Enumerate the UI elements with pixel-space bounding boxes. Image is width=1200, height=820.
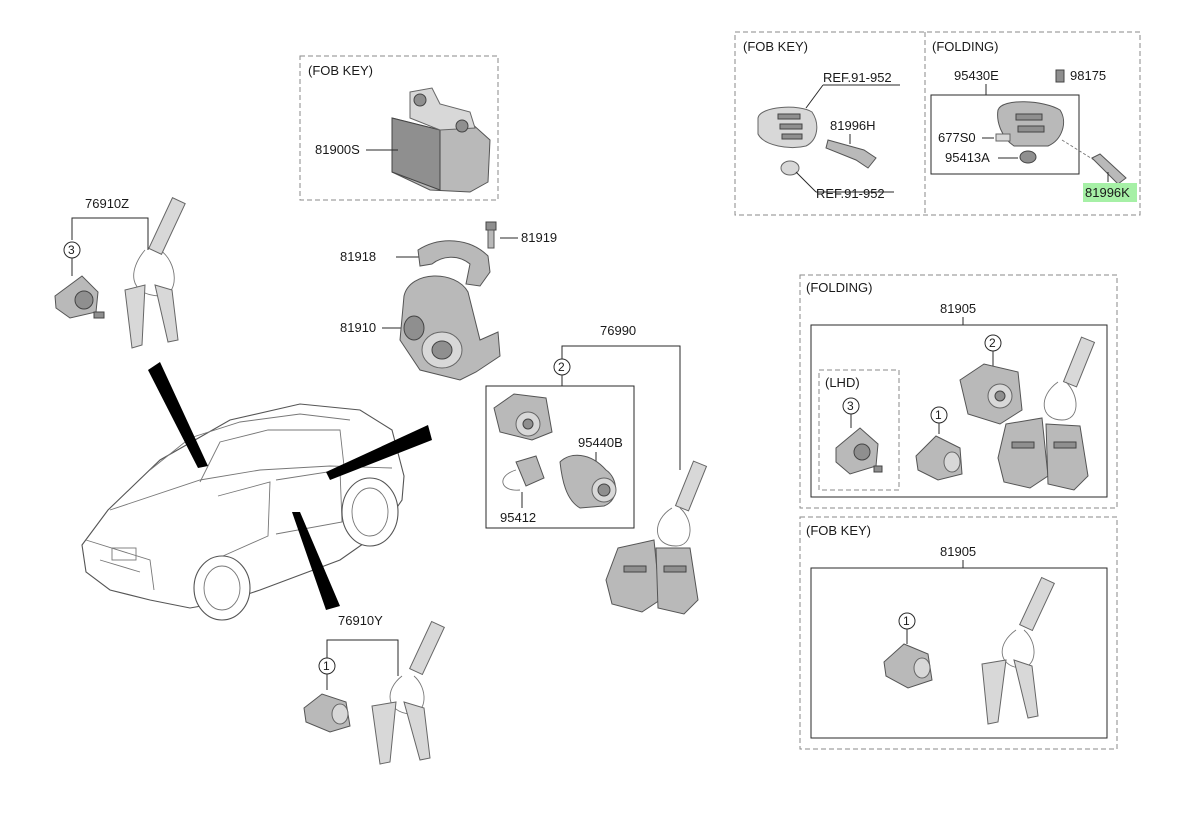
pointer-to-roof xyxy=(148,362,208,468)
part-number-81919[interactable]: 81919 xyxy=(521,230,557,245)
door-lock-fob-icon xyxy=(883,643,933,689)
pointer-to-driver-door xyxy=(326,425,432,480)
svg-text:1: 1 xyxy=(903,614,910,628)
part-number-95412[interactable]: 95412 xyxy=(500,510,536,525)
smart-key-module-icon xyxy=(391,87,491,193)
group-76910Z: 76910Z 3 xyxy=(54,196,186,349)
part-number-81918[interactable]: 81918 xyxy=(340,249,376,264)
callout-3-badge-lhd[interactable]: 3 xyxy=(842,397,860,415)
section-fob-key-81905: (FOB KEY) 81905 1 xyxy=(799,516,1118,750)
part-number-76910Z[interactable]: 76910Z xyxy=(85,196,129,211)
pointer-to-passenger-door xyxy=(292,512,340,610)
screw-icon xyxy=(485,221,497,249)
door-lock-small-icon xyxy=(915,435,963,481)
part-number-76990[interactable]: 76990 xyxy=(600,323,636,338)
svg-text:1: 1 xyxy=(323,659,330,673)
ignition-cylinder-icon xyxy=(959,363,1023,425)
part-number-81910[interactable]: 81910 xyxy=(340,320,376,335)
door-lock-cylinder-icon xyxy=(54,275,105,319)
part-number-98175[interactable]: 98175 xyxy=(1070,68,1106,83)
part-number-81996K[interactable]: 81996K xyxy=(1085,185,1130,200)
callout-1-badge-fob[interactable]: 1 xyxy=(898,612,916,630)
small-screw-icon xyxy=(1055,69,1065,83)
part-number-81900S[interactable]: 81900S xyxy=(315,142,360,157)
key-set-fob-icon xyxy=(981,576,1055,725)
callout-2-badge[interactable]: 2 xyxy=(553,358,571,376)
bracket-clamp-icon xyxy=(417,240,491,287)
section-label-folding-right: (FOLDING) xyxy=(932,39,998,54)
section-label-folding-mid: (FOLDING) xyxy=(806,280,872,295)
callout-2-badge-folding[interactable]: 2 xyxy=(984,334,1002,352)
folding-key-pair-icon xyxy=(605,460,708,615)
lock-cylinder-icon xyxy=(493,393,553,441)
lhd-lock-cylinder-icon xyxy=(835,427,883,475)
callout-1-badge[interactable]: 1 xyxy=(318,657,336,675)
svg-text:2: 2 xyxy=(558,360,565,374)
folding-key-pair-mid-icon xyxy=(997,336,1096,491)
smart-key-fob-icon xyxy=(757,106,818,148)
key-set-icon xyxy=(124,197,186,349)
svg-text:2: 2 xyxy=(989,336,996,350)
section-top-right: (FOB KEY) (FOLDING) REF.91-952 81996H RE… xyxy=(734,31,1141,216)
folding-key-fob-icon xyxy=(997,101,1064,147)
key-set-bottom-icon xyxy=(371,620,445,765)
section-label-fob-key-right: (FOB KEY) xyxy=(743,39,808,54)
section-folding-81905: (FOLDING) 81905 (LHD) 3 2 1 xyxy=(799,274,1118,509)
group-76990: 76990 2 95440B 95412 xyxy=(485,323,708,615)
highlight-81996K xyxy=(1083,183,1137,202)
coin-battery-icon xyxy=(1019,150,1037,164)
callout-1-badge-folding[interactable]: 1 xyxy=(930,406,948,424)
group-ignition-lock: 81919 81918 81910 xyxy=(340,221,557,381)
reference-91-952-top[interactable]: REF.91-952 xyxy=(823,70,892,85)
lock-housing-icon xyxy=(559,454,617,509)
section-label-fob-key-bottom: (FOB KEY) xyxy=(806,523,871,538)
battery-icon xyxy=(780,160,800,176)
part-number-81996H[interactable]: 81996H xyxy=(830,118,876,133)
battery-cover-icon xyxy=(995,133,1011,142)
reference-91-952-bottom[interactable]: REF.91-952 xyxy=(816,186,885,201)
svg-text:3: 3 xyxy=(68,243,75,257)
key-blade-folding-icon xyxy=(1091,153,1127,185)
lever-icon xyxy=(502,455,545,491)
part-number-677S0[interactable]: 677S0 xyxy=(938,130,976,145)
ignition-lock-assembly-icon xyxy=(399,275,501,381)
part-number-81905-fob[interactable]: 81905 xyxy=(940,544,976,559)
lock-cylinder-small-icon xyxy=(303,693,351,733)
part-number-76910Y[interactable]: 76910Y xyxy=(338,613,383,628)
part-number-95430E[interactable]: 95430E xyxy=(954,68,999,83)
car-outline-icon xyxy=(81,403,405,621)
part-number-95440B[interactable]: 95440B xyxy=(578,435,623,450)
part-number-95413A[interactable]: 95413A xyxy=(945,150,990,165)
svg-text:1: 1 xyxy=(935,408,942,422)
part-number-81905-folding[interactable]: 81905 xyxy=(940,301,976,316)
section-label-fob-key: (FOB KEY) xyxy=(308,63,373,78)
section-fob-key-81900S: (FOB KEY) 81900S xyxy=(299,55,499,201)
svg-text:3: 3 xyxy=(847,399,854,413)
section-label-lhd: (LHD) xyxy=(825,375,860,390)
callout-3-badge[interactable]: 3 xyxy=(63,241,81,259)
emergency-key-blade-icon xyxy=(825,139,877,169)
group-76910Y: 76910Y 1 xyxy=(303,613,445,765)
